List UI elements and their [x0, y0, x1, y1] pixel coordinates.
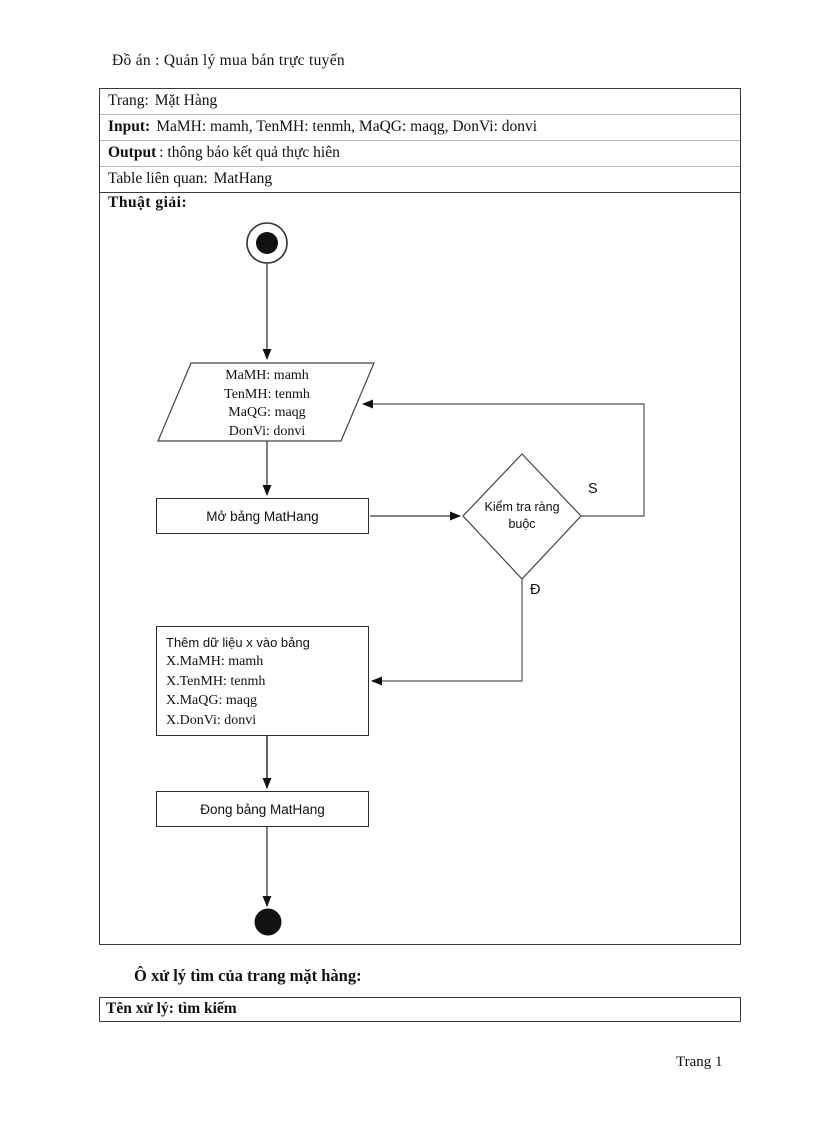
- insert-step-line: X.MaQG: maqg: [166, 693, 257, 708]
- flowchart-area: Thuật giải: MaMH: mamh TenMH: tenmh MaQG…: [100, 192, 740, 944]
- end-node: [254, 908, 282, 936]
- decision-text: Kiểm tra ràng buộc: [465, 499, 579, 532]
- row-value: MaMH: mamh, TenMH: tenmh, MaQG: maqg, Do…: [156, 118, 538, 135]
- page-number: Trang 1: [676, 1054, 723, 1070]
- search-section-heading: Ô xử lý tìm của trang mặt hàng:: [134, 966, 362, 985]
- flowchart-connectors: [157, 222, 645, 936]
- decision-line: Kiểm tra ràng: [484, 500, 560, 514]
- input-line: MaMH: mamh: [225, 368, 309, 383]
- row-label: Output: [108, 144, 157, 161]
- table-row-trang: Trang: Mặt Hàng: [100, 89, 740, 115]
- close-table-step: Đong bảng MatHang: [156, 791, 369, 827]
- algorithm-section-label: Thuật giải:: [108, 194, 188, 211]
- row-value: Mặt Hàng: [154, 92, 218, 109]
- table-row-input: Input: MaMH: mamh, TenMH: tenmh, MaQG: ma…: [100, 115, 740, 141]
- edge-decision-yes-to-insert: [371, 579, 523, 686]
- process-name-box: Tên xử lý: tìm kiếm: [99, 997, 741, 1022]
- insert-data-step: Thêm dữ liệu x vào bảng X.MaMH: mamh X.T…: [156, 626, 369, 736]
- decision-line: buộc: [508, 516, 536, 531]
- input-parallelogram-text: MaMH: mamh TenMH: tenmh MaQG: maqg DonVi…: [177, 367, 357, 441]
- insert-step-title: Thêm dữ liệu x vào bảng: [166, 635, 310, 650]
- open-table-step: Mở bảng MatHang: [156, 498, 369, 534]
- row-label: Table liên quan:: [108, 170, 208, 187]
- row-label: Trang:: [108, 92, 149, 109]
- input-line: MaQG: maqg: [228, 405, 306, 420]
- branch-label-no: S: [588, 481, 598, 497]
- input-parallelogram-shape: [157, 362, 375, 442]
- insert-step-line: X.DonVi: donvi: [166, 712, 257, 728]
- document-header-title: Đồ án : Quản lý mua bán trực tuyến: [112, 52, 345, 69]
- insert-step-line: X.MaMH: mamh: [166, 654, 264, 669]
- start-node-dot: [256, 232, 278, 254]
- row-value: : thông báo kết quả thực hiên: [159, 144, 340, 161]
- table-row-table-lien-quan: Table liên quan: MatHang: [100, 167, 740, 193]
- input-line: TenMH: tenmh: [224, 386, 310, 402]
- table-row-output: Output: thông báo kết quả thực hiên: [100, 141, 740, 167]
- insert-step-line: X.TenMH: tenmh: [166, 673, 266, 689]
- input-line: DonVi: donvi: [228, 423, 306, 439]
- row-value: MatHang: [213, 170, 273, 187]
- row-label: Input:: [108, 118, 151, 135]
- edge-decision-no-loop: [362, 399, 645, 517]
- branch-label-yes: Đ: [530, 582, 541, 598]
